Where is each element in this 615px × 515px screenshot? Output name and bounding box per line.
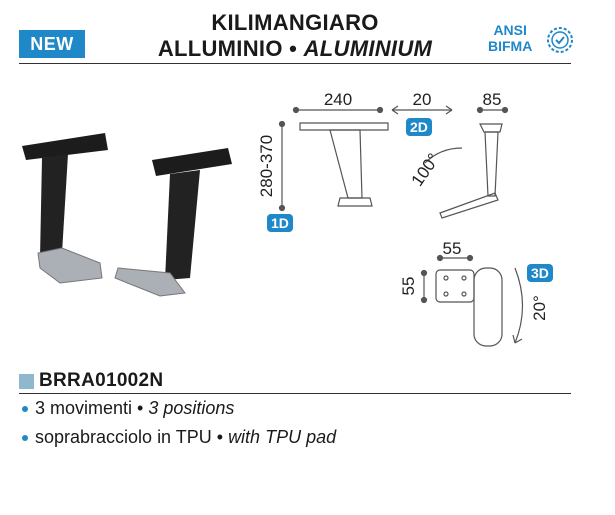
feature-it: 3 movimenti xyxy=(35,398,133,418)
new-badge: NEW xyxy=(19,30,85,58)
dim-pad-h: 55 xyxy=(399,277,418,296)
tag-1d: 1D xyxy=(267,214,293,232)
dim-height: 280-370 xyxy=(257,135,276,197)
feature-item: soprabracciolo in TPU • with TPU pad xyxy=(22,427,336,448)
angle-rotation: 100° xyxy=(408,150,444,190)
angle-swivel: 20° xyxy=(530,295,549,321)
dim-offset: 20 xyxy=(413,90,432,109)
cert-line2: BIFMA xyxy=(488,38,533,54)
bullet-icon xyxy=(22,405,28,412)
header-rule xyxy=(19,63,571,64)
feature-en: with TPU pad xyxy=(228,427,337,447)
tag-2d: 2D xyxy=(406,118,432,136)
feature-en: 3 positions xyxy=(148,398,235,418)
subtitle-it: ALLUMINIO xyxy=(157,36,283,61)
armrest-photo-right xyxy=(114,148,232,297)
certified-seal-icon xyxy=(547,27,573,53)
code-rule xyxy=(19,393,571,394)
ansi-bifma-badge: ANSI BIFMA xyxy=(488,22,532,54)
product-drawing: 240 20 85 280-370 100° 55 55 20° xyxy=(22,90,549,347)
code-square-icon xyxy=(19,373,34,389)
subtitle-en: ALUMINIUM xyxy=(303,36,433,61)
feature-sep: • xyxy=(216,427,224,447)
feature-item: 3 movimenti • 3 positions xyxy=(22,398,234,419)
cert-line1: ANSI xyxy=(493,22,527,38)
bullet-icon xyxy=(22,434,28,441)
dim-pad-w: 55 xyxy=(443,239,462,258)
product-code: BRRA01002N xyxy=(39,370,164,391)
product-title: KILIMANGIARO xyxy=(211,10,379,35)
product-subtitle: ALLUMINIO • ALUMINIUM xyxy=(120,36,470,62)
side-view-drawing xyxy=(278,105,509,219)
product-code-row: BRRA01002N xyxy=(19,370,163,392)
feature-it: soprabracciolo in TPU xyxy=(35,427,212,447)
dim-depth: 85 xyxy=(483,90,502,109)
feature-sep: • xyxy=(137,398,144,418)
tag-3d: 3D xyxy=(527,264,553,282)
subtitle-sep: • xyxy=(289,36,298,61)
armrest-photo-left xyxy=(22,133,108,284)
dim-width: 240 xyxy=(324,90,352,109)
top-view-drawing xyxy=(420,254,524,347)
